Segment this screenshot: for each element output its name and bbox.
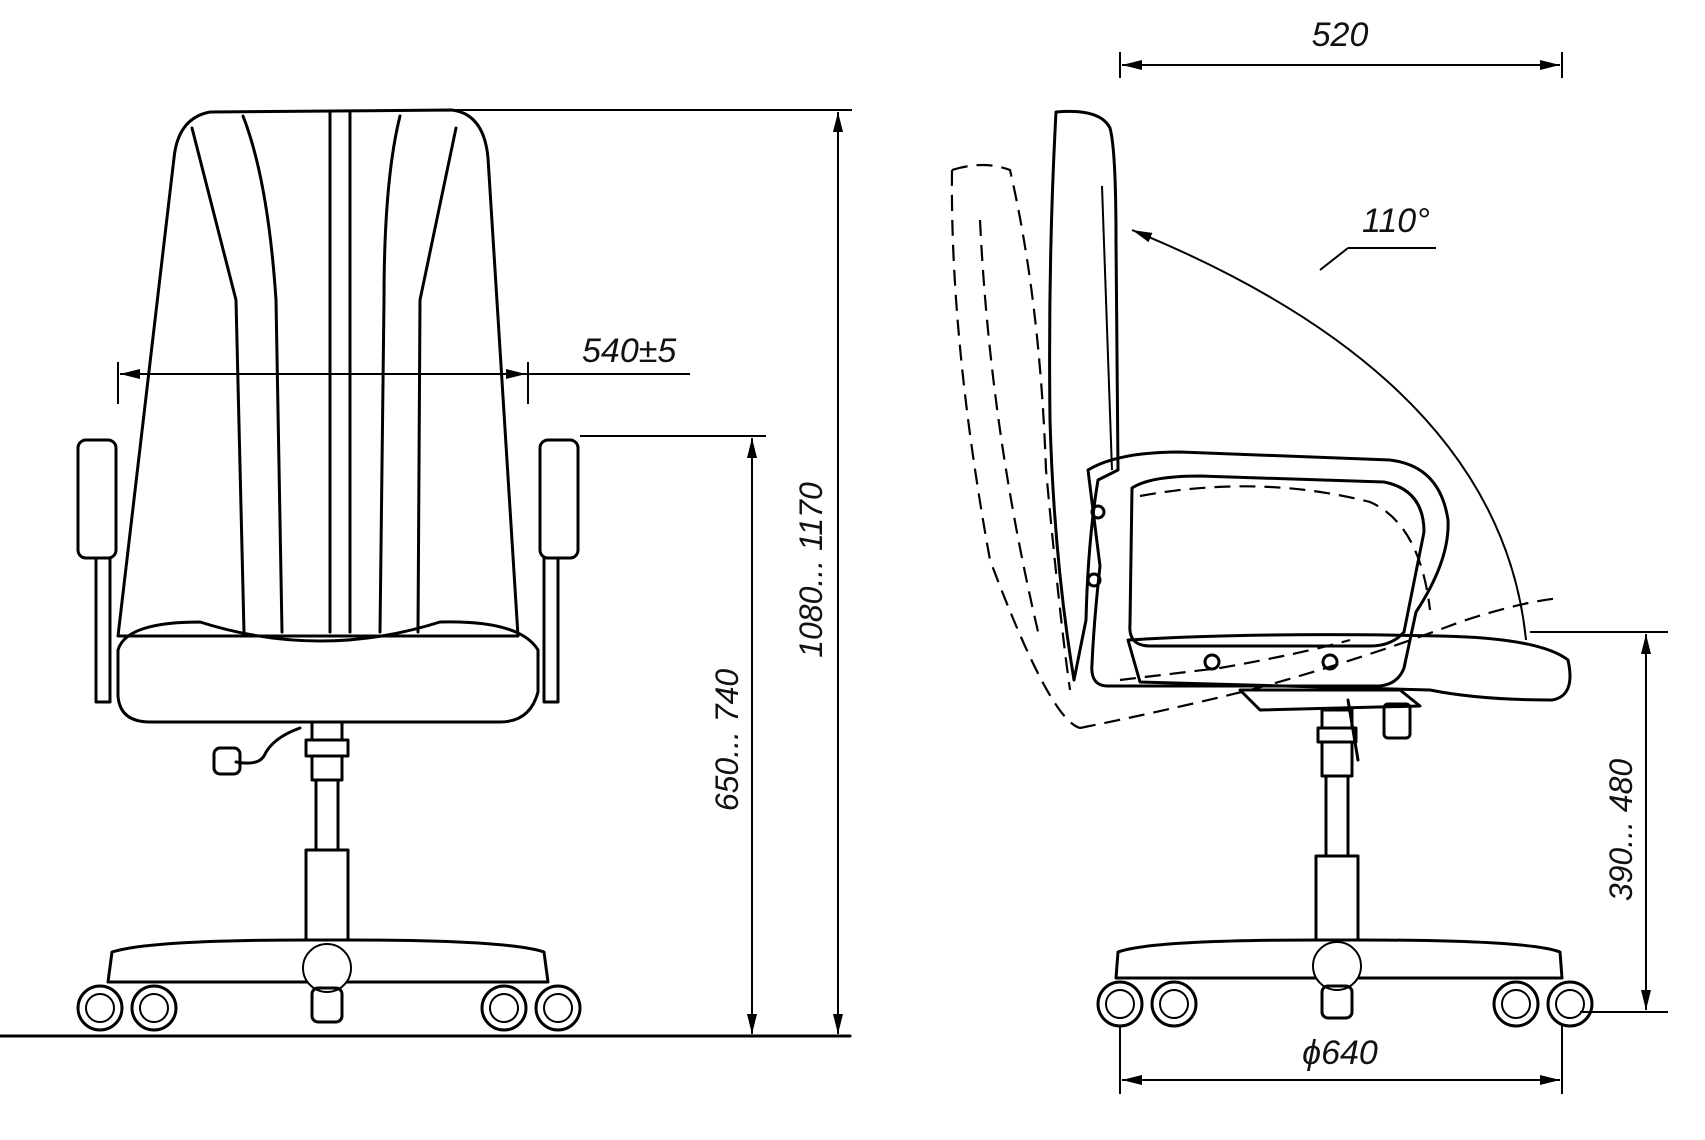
side-backrest xyxy=(1048,109,1120,682)
armrest-height-label: 650... 740 xyxy=(709,669,745,812)
armrest-bolt-3 xyxy=(1203,653,1221,671)
backrest-inner-line xyxy=(1101,185,1113,471)
side-view: 520 110° 390... 480 ϕ640 xyxy=(950,16,1668,1094)
height-lever xyxy=(234,726,302,765)
side-gas-column xyxy=(1314,708,1360,942)
armrest-bolt-2 xyxy=(1086,572,1102,588)
base-diameter-label: ϕ640 xyxy=(1302,1034,1378,1072)
backrest-seams xyxy=(190,110,458,634)
dim-depth: 520 xyxy=(1119,16,1563,78)
right-armrest-pad xyxy=(538,438,580,560)
seat-height-label: 390... 480 xyxy=(1603,759,1639,902)
dim-recline-angle: 110° xyxy=(1131,202,1527,641)
armrest-bolt-4 xyxy=(1321,653,1339,671)
left-armrest-post xyxy=(94,556,112,704)
dim-armrest-height: 650... 740 xyxy=(580,435,766,1034)
front-seat-cushion xyxy=(116,620,540,724)
side-seat-cushion xyxy=(1126,633,1572,702)
overall-height-label: 1080... 1170 xyxy=(793,482,829,658)
dim-back-width: 540±5 xyxy=(117,332,690,404)
dim-seat-height: 390... 480 xyxy=(1530,631,1668,1013)
front-gas-column xyxy=(304,720,350,942)
side-mechanism xyxy=(1238,688,1422,762)
depth-label: 520 xyxy=(1312,16,1369,54)
recline-angle-label: 110° xyxy=(1362,202,1430,240)
side-armrest xyxy=(1086,450,1450,688)
lever-knob-icon xyxy=(212,746,242,776)
side-armrest-inner xyxy=(1128,474,1426,648)
front-base-hub xyxy=(302,943,352,993)
front-casters xyxy=(76,984,582,1032)
back-width-label: 540±5 xyxy=(582,332,676,370)
reclined-position-outline xyxy=(950,163,1561,730)
armrest-bolt-1 xyxy=(1090,504,1106,520)
front-base-foot xyxy=(310,986,344,1024)
front-star-base xyxy=(106,938,550,984)
right-armrest-post xyxy=(542,556,560,704)
front-backrest xyxy=(116,108,520,638)
left-armrest-pad xyxy=(76,438,118,560)
dim-base-diameter: ϕ640 xyxy=(1119,1026,1563,1094)
front-view: 540±5 650... 740 1080... 1170 xyxy=(0,108,852,1038)
side-base-foot xyxy=(1320,984,1354,1020)
dim-overall-height: 1080... 1170 xyxy=(452,109,852,1034)
side-base-hub xyxy=(1312,941,1362,991)
side-star-base xyxy=(1114,938,1564,980)
